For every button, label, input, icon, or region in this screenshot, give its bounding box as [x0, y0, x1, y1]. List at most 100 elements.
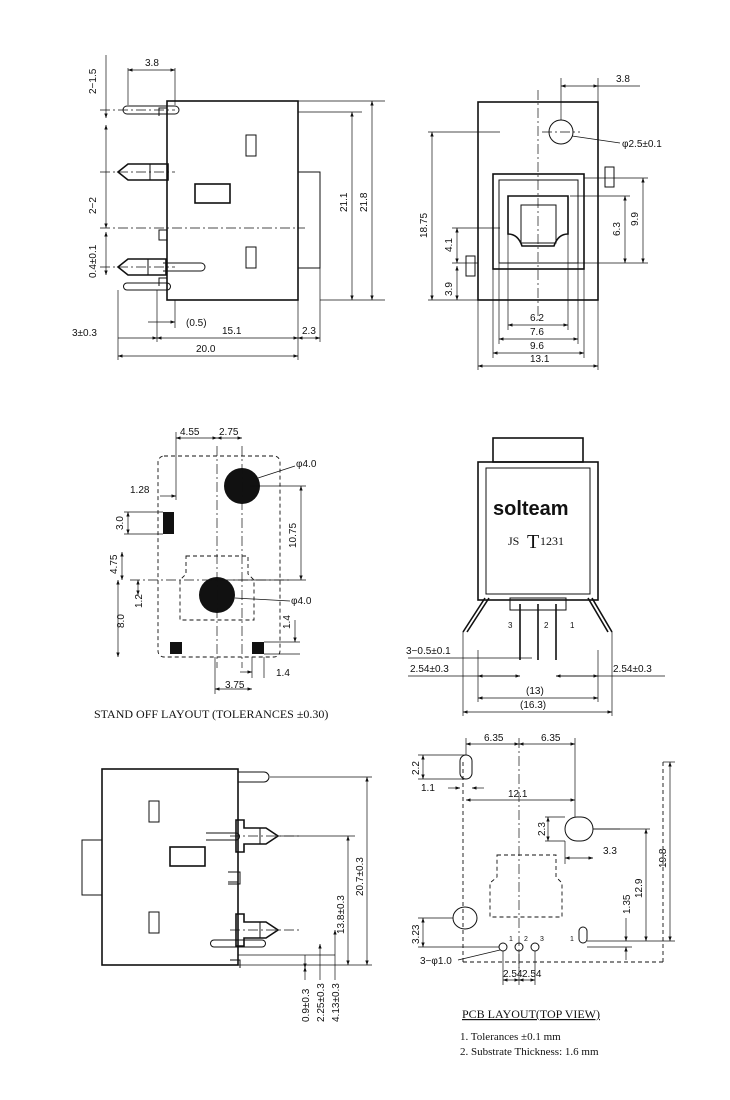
standoff-outline [157, 455, 281, 658]
dim-7-6: 7.6 [530, 327, 544, 338]
front-socket-port [507, 195, 569, 247]
dim-13-1: 13.1 [530, 354, 550, 365]
dim-12-1: 12.1 [508, 789, 528, 800]
dim-2-1-5: 2−1.5 [88, 68, 99, 94]
dim-pins: 3−0.5±0.1 [406, 646, 451, 657]
lower-pin-bottom [210, 939, 266, 948]
dim-1-28: 1.28 [130, 485, 150, 496]
product-part-letter: T [527, 531, 539, 553]
front-socket-outer [492, 173, 585, 270]
dim-15-1: 15.1 [222, 326, 242, 337]
dim-3-0-3: 3±0.3 [72, 328, 97, 339]
dim-0-4: 0.4±0.1 [88, 244, 99, 278]
dim-12-9: 12.9 [634, 878, 645, 898]
pcb-note-1: 1. Tolerances ±0.1 mm [460, 1031, 561, 1043]
dim-4-13: 4.13±0.3 [331, 983, 342, 1022]
dim-phi-4-0-top: φ4.0 [296, 459, 317, 470]
side-plug-boss [297, 171, 321, 269]
dim-2-75: 2.75 [219, 427, 239, 438]
product-part-prefix: JS [508, 534, 519, 548]
dim-20-0: 20.0 [196, 344, 216, 355]
side-body-outline [166, 100, 299, 301]
side-pin-top [122, 105, 180, 115]
product-pin-1-label: 1 [570, 621, 575, 630]
dim-8-0: 8.0 [116, 614, 127, 628]
dim-pitch-right: 2.54±0.3 [613, 664, 652, 675]
pcb-pin-hole-3 [530, 942, 540, 952]
dim-13-8: 13.8±0.3 [336, 895, 347, 934]
front-side-tab-lower [465, 255, 476, 277]
side-pin-bottom [123, 282, 171, 291]
lower-latch-window [169, 846, 206, 867]
dim-6-3: 6.3 [612, 222, 623, 236]
side-view: 3.8 2−1.5 2−2 0.4±0.1 (0.5) 15.1 2.3 3±0… [72, 55, 385, 360]
pcb-pin-3-label: 3 [540, 936, 544, 943]
dim-21-1: 21.1 [339, 192, 350, 212]
pcb-layout-title: PCB LAYOUT(TOP VIEW) [462, 1007, 600, 1021]
dim-3-phi-1-0: 3−φ1.0 [420, 956, 452, 967]
lower-window-lower [148, 911, 160, 934]
front-side-tab-upper [604, 166, 615, 188]
dim-3-3: 3.3 [603, 846, 617, 857]
pcb-pin-2-label: 2 [524, 936, 528, 943]
product-pin-2-label: 2 [544, 621, 549, 630]
lower-pin-lower [235, 913, 280, 947]
dim-2-3: 2.3 [537, 822, 548, 836]
lower-pin-top [238, 771, 270, 783]
product-side-legs [462, 597, 613, 633]
dim-2-2: 2.2 [411, 761, 422, 775]
dim-3-8: 3.8 [145, 58, 159, 69]
dim-9-6: 9.6 [530, 341, 544, 352]
pcb-note-2: 2. Substrate Thickness: 1.6 mm [460, 1046, 599, 1058]
dim-20-7: 20.7±0.3 [355, 857, 366, 896]
pcb-layout: 1 2 3 1 6.35 6.35 2.2 1.1 12.1 2.3 3.3 1… [411, 733, 675, 1058]
dim-0-9: 0.9±0.3 [301, 988, 312, 1022]
side-pin-lower [116, 258, 167, 276]
dim-4-55: 4.55 [180, 427, 200, 438]
side-window-upper [245, 134, 257, 157]
dim-13: (13) [526, 686, 544, 697]
dim-1-4-v: 1.4 [282, 615, 293, 629]
dim-pitch: 2.54±0.3 [410, 664, 449, 675]
front-socket-inner [498, 179, 579, 264]
dim-19-8: 19.8 [658, 848, 669, 868]
dim-leader [457, 949, 501, 961]
dim-9-9: 9.9 [630, 212, 641, 226]
dim-2-2: 2−2 [88, 197, 99, 214]
side-window-lower [245, 246, 257, 269]
front-socket-tongue [520, 204, 557, 244]
product-pin-3-label: 3 [508, 621, 513, 630]
dim-2-54-b: 2.54 [522, 969, 542, 980]
dim-leader [234, 597, 291, 602]
standoff-pad-left [163, 512, 174, 534]
dim-3-75: 3.75 [225, 680, 245, 691]
pcb-hole-left [452, 906, 478, 930]
standoff-layout: 4.55 2.75 φ4.0 1.28 3.0 4.75 10.75 1.2 8… [94, 427, 328, 721]
product-brand: solteam [493, 498, 569, 520]
dim-6-2: 6.2 [530, 313, 544, 324]
pcb-slot-right [564, 816, 594, 842]
dim-6-35-l: 6.35 [484, 733, 504, 744]
dim-4-75: 4.75 [109, 554, 120, 574]
dim-10-75: 10.75 [288, 523, 299, 548]
pcb-pin-1b-label: 1 [570, 936, 574, 943]
pcb-pin-hole-1 [498, 942, 508, 952]
product-view: solteam JS T 1231 3 2 1 3−0.5±0.1 2.54±0… [406, 437, 665, 716]
dim-21-8: 21.8 [359, 192, 370, 212]
dim-2-3: 2.3 [302, 326, 316, 337]
dim-phi-2-5: φ2.5±0.1 [622, 139, 662, 150]
dim-leader [257, 465, 296, 479]
dim-phi-4-0-bot: φ4.0 [291, 596, 312, 607]
dim-leader [571, 135, 621, 144]
dim-2-54-a: 2.54 [503, 969, 523, 980]
pcb-pin-1-label: 1 [509, 936, 513, 943]
lower-body-outline [101, 768, 239, 966]
dim-3-9: 3.9 [444, 282, 455, 296]
lower-side-view: 13.8±0.3 20.7±0.3 0.9±0.3 2.25±0.3 4.13±… [81, 768, 372, 1022]
front-body-outline [477, 101, 599, 301]
dim-0-5: (0.5) [186, 318, 207, 329]
front-view: 18.75 4.1 3.9 3.8 φ2.5±0.1 6.3 9.9 6.2 7… [419, 74, 662, 370]
dim-3-8: 3.8 [616, 74, 630, 85]
standoff-pad-bottom-left [170, 642, 182, 654]
